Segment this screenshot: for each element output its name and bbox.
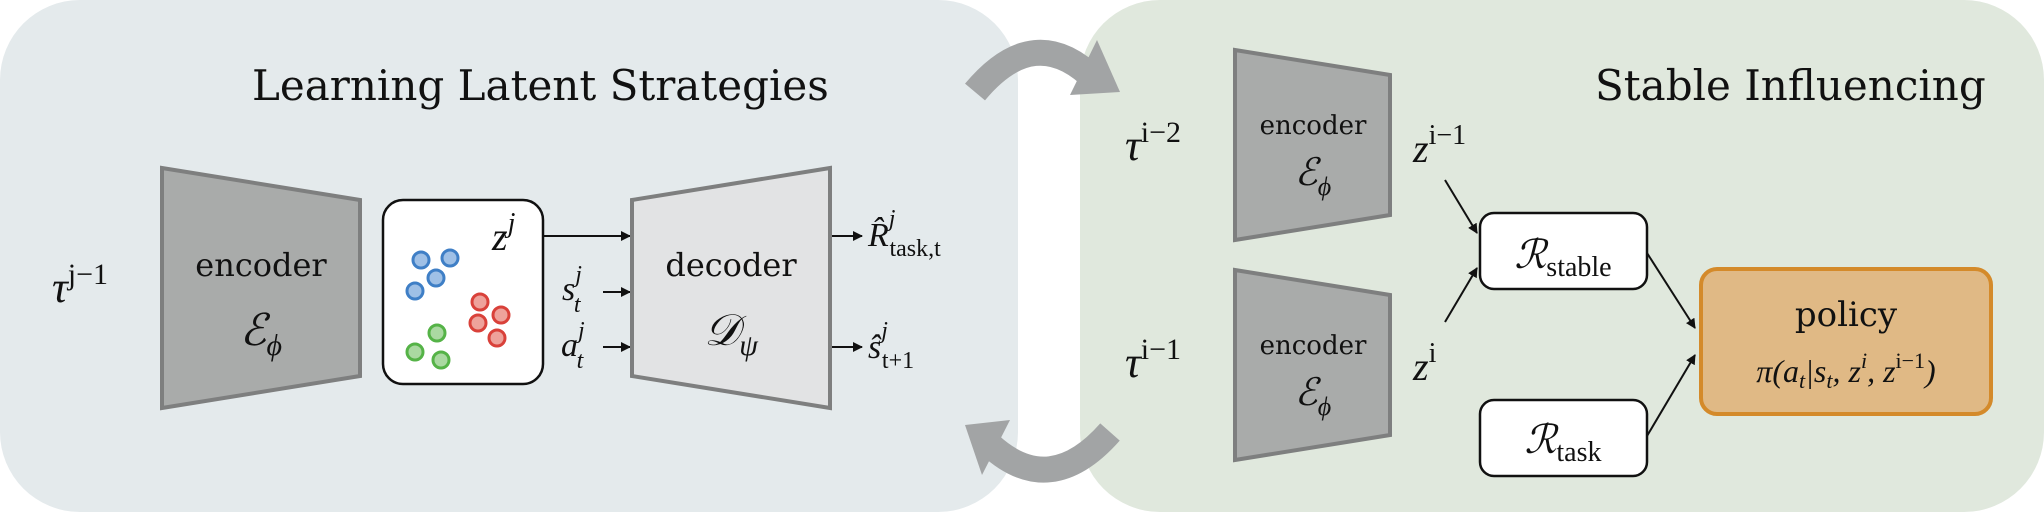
input-trajectory-label: τj−1 (52, 258, 108, 312)
left-panel-title: Learning Latent Strategies (252, 61, 829, 110)
cycle-arrow-bottom (965, 420, 1120, 483)
z-bottom-label: zi (1412, 338, 1437, 389)
right-panel-title: Stable Influencing (1595, 61, 1986, 110)
decoder-label: decoder (665, 246, 797, 284)
r-task-box (1478, 398, 1649, 478)
z-top-label: zi−1 (1412, 120, 1466, 171)
encoder-top-symbol: ℰϕ (1295, 152, 1331, 201)
encoder-bottom-label: encoder (1260, 331, 1367, 361)
latent-cluster-blue (405, 248, 460, 301)
encoder-top-label: encoder (1260, 111, 1367, 141)
latent-cluster-red (468, 292, 511, 348)
encoder-block-bottom (1233, 267, 1392, 463)
top-trajectory-label: τi−2 (1125, 116, 1181, 170)
cycle-arrow-top (965, 39, 1120, 101)
arrow-z-top-to-rstable (1444, 179, 1478, 234)
bottom-trajectory-label: τi−1 (1125, 333, 1181, 387)
arrow-z-bottom-to-rstable (1444, 267, 1478, 323)
encoder-bottom-symbol: ℰϕ (1295, 372, 1331, 421)
policy-formula: π(at|st, zi, zi−1) (1756, 348, 1935, 393)
encoder-block-top (1233, 47, 1392, 243)
policy-label: policy (1795, 295, 1898, 335)
latent-label: zj (491, 208, 516, 259)
arrow-rstable-to-policy (1646, 252, 1696, 329)
latent-cluster-green (405, 323, 451, 370)
encoder-block (160, 165, 362, 411)
arrow-rtask-to-policy (1646, 354, 1696, 437)
decoder-block (630, 165, 832, 411)
encoder-label: encoder (195, 246, 327, 284)
r-stable-box (1478, 211, 1649, 291)
r-task-label: ℛtask (1524, 417, 1601, 468)
encoder-symbol: ℰϕ (240, 306, 282, 362)
policy-box (1699, 267, 1993, 416)
r-stable-label: ℛstable (1514, 232, 1611, 283)
